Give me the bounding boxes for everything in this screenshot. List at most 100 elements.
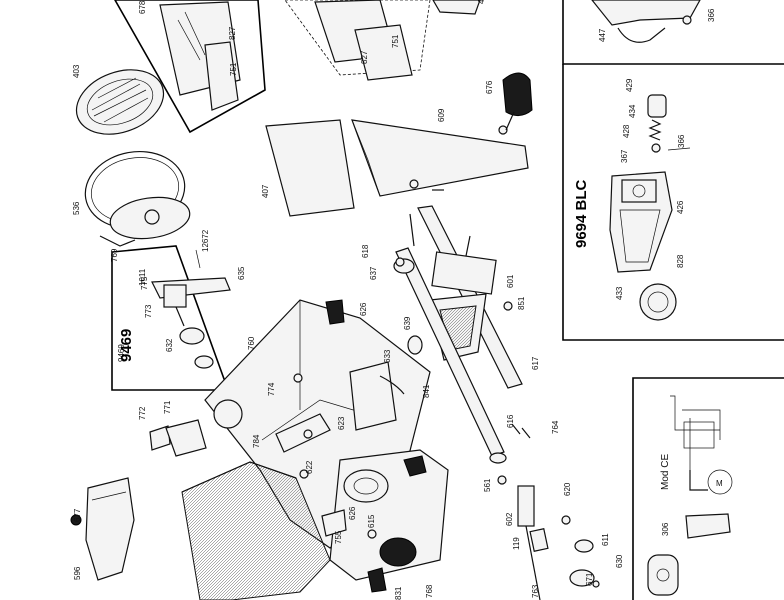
slot-lines bbox=[177, 11, 206, 61]
part-number-label: 678 bbox=[138, 0, 147, 14]
carriage-edge bbox=[351, 119, 381, 197]
top-left-detail-frame bbox=[114, 0, 266, 134]
panel-border bbox=[632, 377, 784, 600]
carriage-arm-part bbox=[351, 119, 529, 197]
blade-guard-part bbox=[181, 461, 331, 600]
part-number-label: 611 bbox=[601, 533, 610, 546]
part-number-label: 561 bbox=[483, 478, 492, 492]
part-number-label: 596 bbox=[73, 566, 82, 580]
knob-part bbox=[647, 94, 667, 118]
screw-623 bbox=[303, 429, 313, 439]
part-number-label: 827 bbox=[360, 50, 369, 64]
part-number-label: 366 bbox=[677, 134, 686, 148]
part-number-label: 751 bbox=[229, 62, 238, 76]
part-number-label: 12672 bbox=[201, 229, 210, 252]
part-number-label: 772 bbox=[138, 406, 147, 420]
switch-box bbox=[683, 421, 715, 449]
screw-head bbox=[409, 179, 419, 189]
blade-guard-edge bbox=[181, 461, 297, 493]
part-number-label: 426 bbox=[676, 200, 685, 214]
guide-rod bbox=[395, 247, 505, 457]
plate-771 bbox=[165, 419, 207, 457]
cover-596 bbox=[85, 477, 135, 581]
base-knob bbox=[325, 299, 345, 325]
part-number-label: 828 bbox=[676, 254, 685, 268]
part-number-label: 764 bbox=[551, 420, 560, 434]
bushing-part bbox=[407, 335, 423, 355]
kit-9694-panel bbox=[562, 64, 784, 341]
screw-774 bbox=[293, 373, 303, 383]
part-number-label: 616 bbox=[506, 414, 515, 428]
part-number-label: 671 bbox=[585, 572, 594, 586]
capacitor-detail bbox=[656, 568, 670, 582]
spring-part bbox=[648, 119, 662, 141]
base-bracket bbox=[275, 413, 331, 453]
post-assembly bbox=[517, 485, 600, 600]
part-number-label: 626 bbox=[359, 302, 368, 316]
part-number-label: 434 bbox=[628, 104, 637, 118]
part-number-label: 831 bbox=[394, 586, 403, 600]
pin-637 bbox=[395, 257, 405, 267]
rod-end-cap bbox=[489, 452, 507, 464]
motor-foot bbox=[367, 567, 387, 593]
part-number-label: 771 bbox=[163, 400, 172, 414]
part-number-label: 784 bbox=[252, 434, 261, 448]
motor-symbol bbox=[707, 469, 733, 495]
mod-ce-panel: M bbox=[632, 377, 784, 600]
part-number-label: 623 bbox=[337, 416, 346, 430]
cover-grille bbox=[91, 77, 149, 123]
pins-764 bbox=[511, 423, 531, 439]
screw-622 bbox=[299, 469, 309, 479]
part-number-label: 447 bbox=[598, 28, 607, 42]
dashed-outline bbox=[284, 0, 431, 76]
kit-9694-title: 9694 BLC bbox=[573, 179, 590, 248]
motor-lead bbox=[689, 470, 708, 491]
bearing-part bbox=[179, 327, 205, 345]
part-number-label: 602 bbox=[505, 512, 514, 526]
part-number-label: 428 bbox=[622, 124, 631, 138]
cover-disc bbox=[75, 69, 165, 135]
motor-symbol-letter: M bbox=[716, 479, 723, 488]
motor-housing-part bbox=[329, 449, 449, 593]
part-number-label: 755 bbox=[334, 530, 343, 544]
part-number-label: 446 bbox=[477, 0, 486, 4]
motor-knob bbox=[379, 537, 417, 567]
carriage-screw bbox=[498, 125, 508, 135]
hole-detail bbox=[632, 184, 646, 198]
cover-596-edge bbox=[91, 491, 127, 501]
disc-part bbox=[639, 283, 677, 321]
part-number-label: 617 bbox=[531, 356, 540, 370]
screw-561 bbox=[497, 475, 507, 485]
slide-rod-assembly bbox=[393, 205, 523, 464]
base-arm bbox=[349, 361, 397, 431]
part-number-label: 119 bbox=[512, 537, 521, 550]
part-number-label: 773 bbox=[144, 304, 153, 318]
rod-pins bbox=[409, 213, 471, 257]
panel-border bbox=[562, 64, 784, 341]
knob-630 bbox=[569, 569, 595, 587]
part-number-label: 620 bbox=[563, 482, 572, 496]
slide-block bbox=[431, 251, 497, 295]
part-number-label: 851 bbox=[517, 296, 526, 310]
part-number-label: 9469 bbox=[117, 344, 126, 362]
leader-line bbox=[667, 147, 691, 151]
motor-screw bbox=[367, 529, 377, 539]
post-602 bbox=[517, 485, 535, 527]
guard-cover-part bbox=[75, 69, 165, 135]
blade-hub bbox=[144, 209, 160, 225]
leader-line bbox=[195, 249, 201, 269]
knob-677 bbox=[70, 514, 82, 526]
part-number-label: 774 bbox=[267, 382, 276, 396]
kit-9469-title: 9469 bbox=[118, 329, 135, 362]
part-number-label: 768 bbox=[425, 584, 434, 598]
bracket-part bbox=[354, 24, 413, 81]
part-number-label: 407 bbox=[261, 184, 270, 198]
base-hole bbox=[213, 399, 243, 429]
handle-knob bbox=[502, 72, 533, 116]
part-number-label: 769 bbox=[110, 248, 119, 262]
post-shaft bbox=[525, 525, 541, 600]
pin-part bbox=[651, 143, 661, 153]
part-number-label: 751 bbox=[391, 34, 400, 48]
capacitor-part bbox=[647, 554, 679, 596]
